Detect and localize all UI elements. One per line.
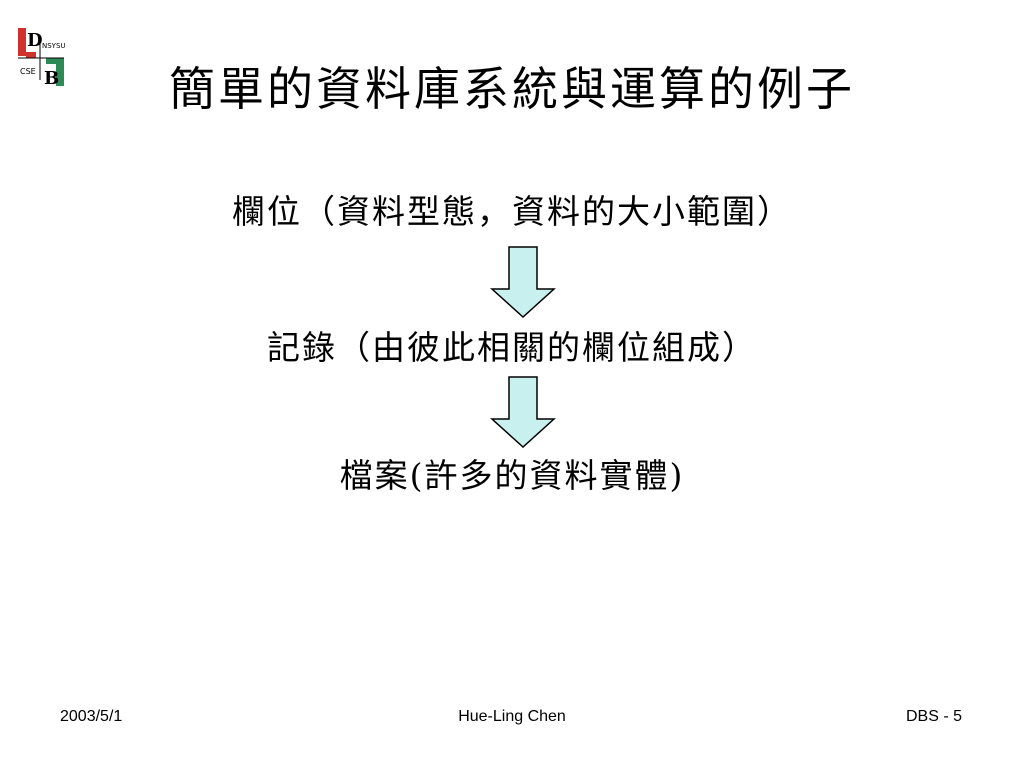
- down-arrow-icon: [490, 246, 556, 319]
- nsysu-cse-db-logo: D NSYSU CSE B: [16, 28, 66, 86]
- slide-title: 簡單的資料庫系統與運算的例子: [169, 62, 855, 116]
- svg-text:NSYSU: NSYSU: [42, 42, 66, 50]
- footer-date: 2003/5/1: [60, 708, 123, 725]
- footer-author: Hue-Ling Chen: [458, 708, 566, 725]
- logo-icon: D NSYSU CSE B: [18, 28, 66, 86]
- footer-page-number: DBS - 5: [905, 708, 962, 725]
- svg-text:B: B: [44, 68, 59, 86]
- down-arrow-icon: [490, 376, 556, 449]
- text-line-field: 欄位（資料型態，資料的大小範圍）: [232, 192, 792, 231]
- svg-text:D: D: [27, 30, 43, 51]
- svg-text:CSE: CSE: [20, 67, 36, 76]
- text-line-file: 檔案(許多的資料實體): [339, 456, 685, 495]
- text-line-record: 記錄（由彼此相關的欄位組成）: [267, 328, 757, 367]
